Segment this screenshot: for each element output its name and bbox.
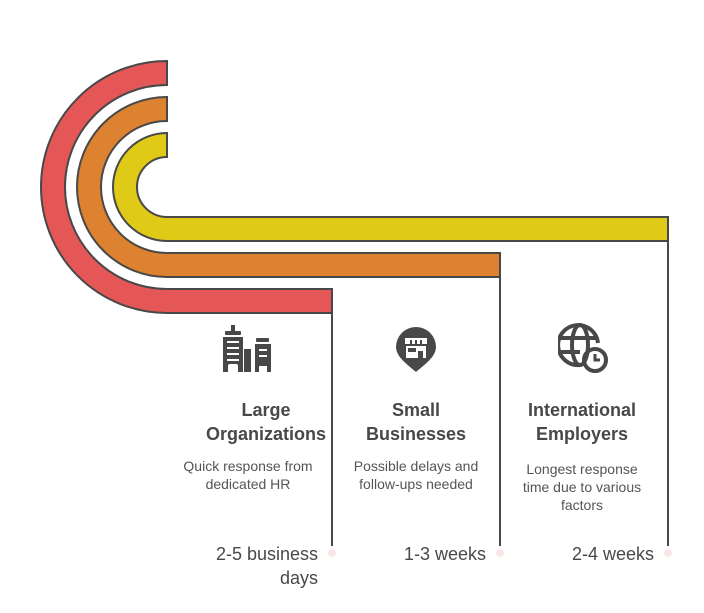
desc-line: dedicated HR <box>205 476 291 492</box>
arc-band-large <box>40 59 333 314</box>
marker-dot-international <box>664 549 672 557</box>
title-line: Small <box>391 400 441 420</box>
desc-line: Quick response from <box>183 458 313 474</box>
item-title-small: Small Businesses <box>336 398 496 446</box>
desc-line: Possible delays and <box>353 458 479 474</box>
arc-band-small <box>76 95 501 278</box>
value-line: 1-3 weeks <box>403 544 486 564</box>
desc-line: follow-ups needed <box>359 476 473 492</box>
desc-line: Longest response <box>526 461 638 477</box>
item-title-international: International Employers <box>502 398 662 446</box>
desc-line: factors <box>560 497 603 513</box>
title-line: Employers <box>535 424 629 444</box>
item-title-large: Large Organizations <box>186 398 346 446</box>
item-desc-large: Quick response from dedicated HR <box>166 457 330 493</box>
item-value-international: 2-4 weeks <box>498 542 654 566</box>
item-value-small: 1-3 weeks <box>330 542 486 566</box>
item-desc-small: Possible delays and follow-ups needed <box>334 457 498 493</box>
title-line: International <box>527 400 636 420</box>
item-desc-international: Longest response time due to various fac… <box>500 460 664 514</box>
marker-dot-large <box>328 549 336 557</box>
value-line: 2-5 business <box>215 544 318 564</box>
desc-line: time due to various <box>522 479 642 495</box>
marker-dot-small <box>496 549 504 557</box>
store-location-pin-icon <box>396 327 436 372</box>
value-line: 2-4 weeks <box>571 544 654 564</box>
globe-clock-icon <box>558 323 608 373</box>
arc-band-international <box>112 131 669 242</box>
title-line: Large <box>241 400 291 420</box>
title-line: Organizations <box>205 424 326 444</box>
office-buildings-icon <box>223 325 271 372</box>
title-line: Businesses <box>365 424 467 444</box>
value-line: days <box>279 568 318 588</box>
item-value-large: 2-5 business days <box>160 542 318 590</box>
